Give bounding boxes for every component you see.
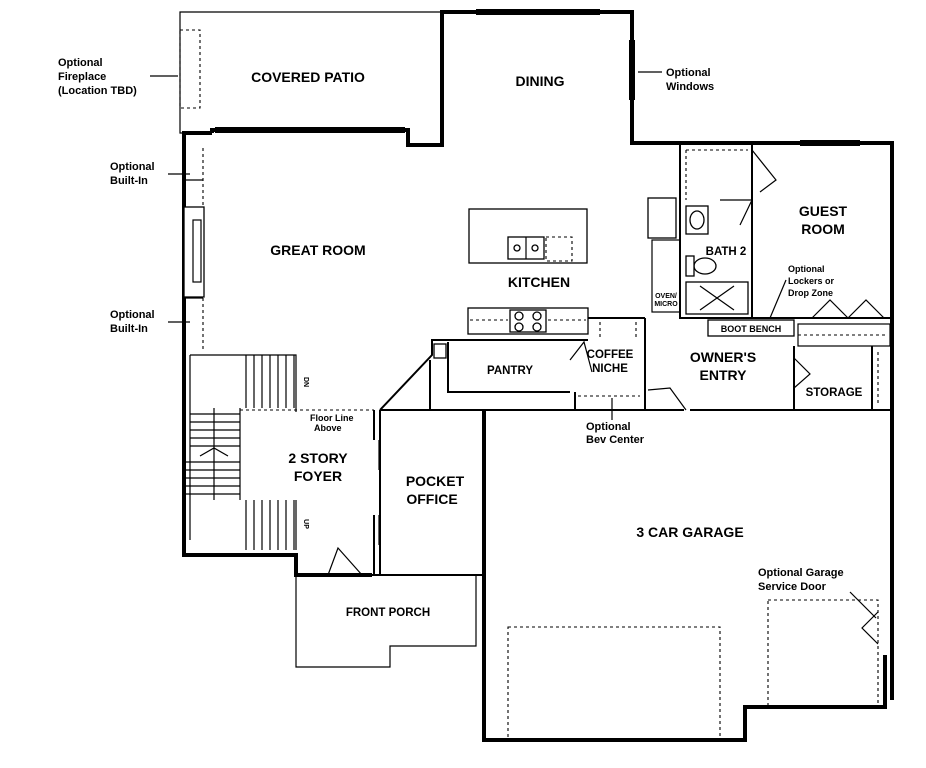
svg-text:(Location TBD): (Location TBD) xyxy=(58,85,137,97)
kitchen: KITCHEN OVEN/ MICRO xyxy=(467,197,681,335)
svg-text:Optional: Optional xyxy=(110,309,155,321)
dining-label: DINING xyxy=(516,73,565,89)
storage-label: STORAGE xyxy=(806,387,863,399)
pocket-office: POCKET OFFICE xyxy=(379,410,465,575)
svg-text:MICRO: MICRO xyxy=(654,301,678,308)
coffee-niche-label-1: COFFEE xyxy=(587,349,634,361)
svg-text:DN: DN xyxy=(302,377,309,387)
svg-text:Optional: Optional xyxy=(666,67,711,79)
svg-text:Service Door: Service Door xyxy=(758,581,827,593)
svg-text:UP: UP xyxy=(302,519,309,529)
coffee-niche-label-2: NICHE xyxy=(592,363,628,375)
bath-2-label: BATH 2 xyxy=(706,246,747,258)
svg-text:Optional: Optional xyxy=(58,57,103,69)
foyer-label-2: FOYER xyxy=(294,468,342,484)
guest-room-label-2: ROOM xyxy=(801,221,845,237)
guest-room-label-1: GUEST xyxy=(799,203,848,219)
stairs: DN UP xyxy=(184,354,309,550)
svg-text:Bev Center: Bev Center xyxy=(586,434,645,446)
pocket-office-label-1: POCKET xyxy=(406,473,465,489)
svg-text:Built-In: Built-In xyxy=(110,175,148,187)
kitchen-label: KITCHEN xyxy=(508,274,570,290)
pocket-office-label-2: OFFICE xyxy=(406,491,457,507)
svg-text:Optional: Optional xyxy=(110,161,155,173)
front-porch-label: FRONT PORCH xyxy=(346,607,430,619)
svg-text:Lockers or: Lockers or xyxy=(788,276,835,286)
foyer: Floor Line Above 2 STORY FOYER xyxy=(240,409,380,576)
exterior-walls xyxy=(182,10,894,742)
owners-entry: BOOT BENCH OWNER'S ENTRY STORAGE xyxy=(644,318,892,411)
great-room: GREAT ROOM xyxy=(183,148,366,350)
owners-entry-label-2: ENTRY xyxy=(700,367,748,383)
covered-patio-label: COVERED PATIO xyxy=(251,69,365,85)
svg-text:Built-In: Built-In xyxy=(110,323,148,335)
svg-text:Windows: Windows xyxy=(666,81,714,93)
great-room-label: GREAT ROOM xyxy=(270,242,365,258)
garage: 3 CAR GARAGE xyxy=(507,524,879,741)
garage-label: 3 CAR GARAGE xyxy=(636,524,743,540)
pantry-coffee: PANTRY COFFEE NICHE xyxy=(379,317,645,411)
annotations: Optional Fireplace (Location TBD) Option… xyxy=(58,57,877,619)
svg-text:Optional Garage: Optional Garage xyxy=(758,567,844,579)
svg-text:BOOT BENCH: BOOT BENCH xyxy=(721,324,782,334)
svg-text:Optional: Optional xyxy=(586,421,631,433)
svg-text:Fireplace: Fireplace xyxy=(58,71,106,83)
foyer-label-1: 2 STORY xyxy=(288,450,348,466)
svg-text:Floor Line: Floor Line xyxy=(310,413,354,423)
covered-patio: COVERED PATIO xyxy=(179,11,442,134)
front-porch: FRONT PORCH xyxy=(295,575,477,668)
bath-guest: BATH 2 GUEST ROOM xyxy=(679,143,892,319)
svg-text:Drop Zone: Drop Zone xyxy=(788,288,833,298)
pantry-label: PANTRY xyxy=(487,365,533,377)
svg-text:Above: Above xyxy=(314,423,342,433)
svg-text:OVEN/: OVEN/ xyxy=(655,293,677,300)
svg-text:Optional: Optional xyxy=(788,264,825,274)
windows xyxy=(215,9,860,146)
owners-entry-label-1: OWNER'S xyxy=(690,349,756,365)
